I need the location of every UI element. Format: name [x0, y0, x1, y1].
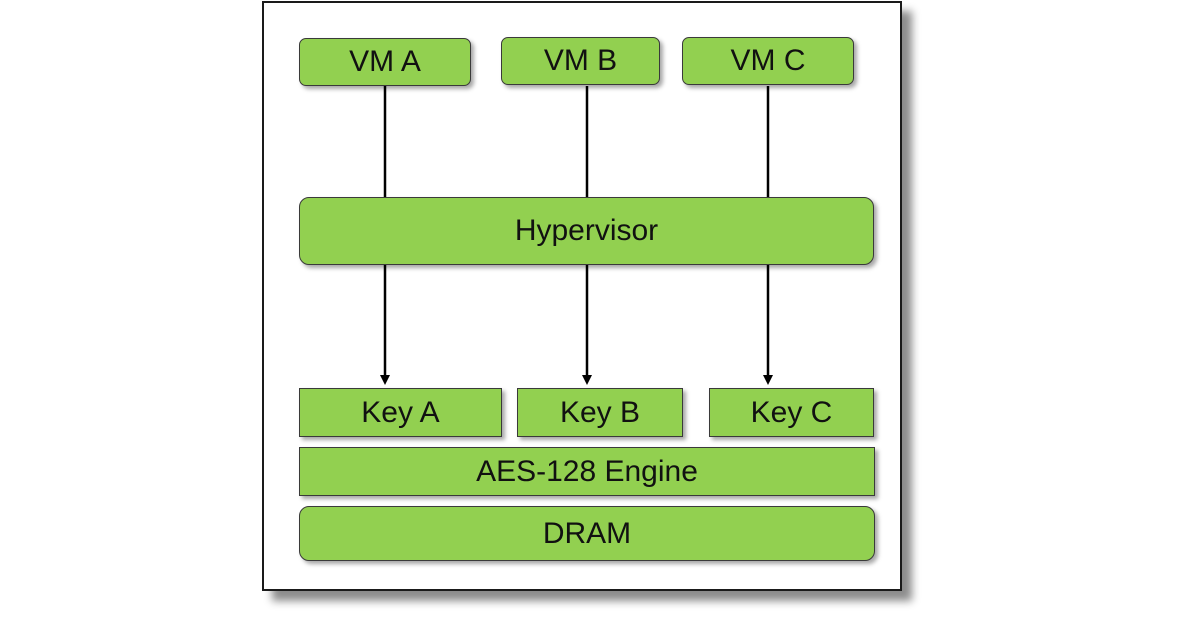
aes-engine-box: AES-128 Engine — [299, 447, 875, 496]
key-a-label: Key A — [361, 395, 440, 429]
hypervisor-box: Hypervisor — [299, 197, 874, 265]
key-a-box: Key A — [299, 388, 502, 437]
vm-c-label: VM C — [730, 44, 806, 77]
vm-b-box: VM B — [501, 37, 660, 85]
key-c-box: Key C — [709, 388, 874, 437]
hypervisor-label: Hypervisor — [514, 214, 659, 247]
key-c-label: Key C — [750, 395, 833, 429]
aes-engine-label: AES-128 Engine — [476, 454, 698, 488]
key-b-label: Key B — [559, 395, 641, 429]
vm-b-label: VM B — [543, 44, 618, 77]
vm-a-box: VM A — [299, 38, 471, 86]
dram-box: DRAM — [299, 506, 875, 561]
vm-a-label: VM A — [349, 45, 421, 78]
dram-label: DRAM — [542, 516, 632, 550]
vm-c-box: VM C — [682, 37, 854, 85]
diagram-frame — [262, 1, 902, 591]
key-b-box: Key B — [517, 388, 683, 437]
